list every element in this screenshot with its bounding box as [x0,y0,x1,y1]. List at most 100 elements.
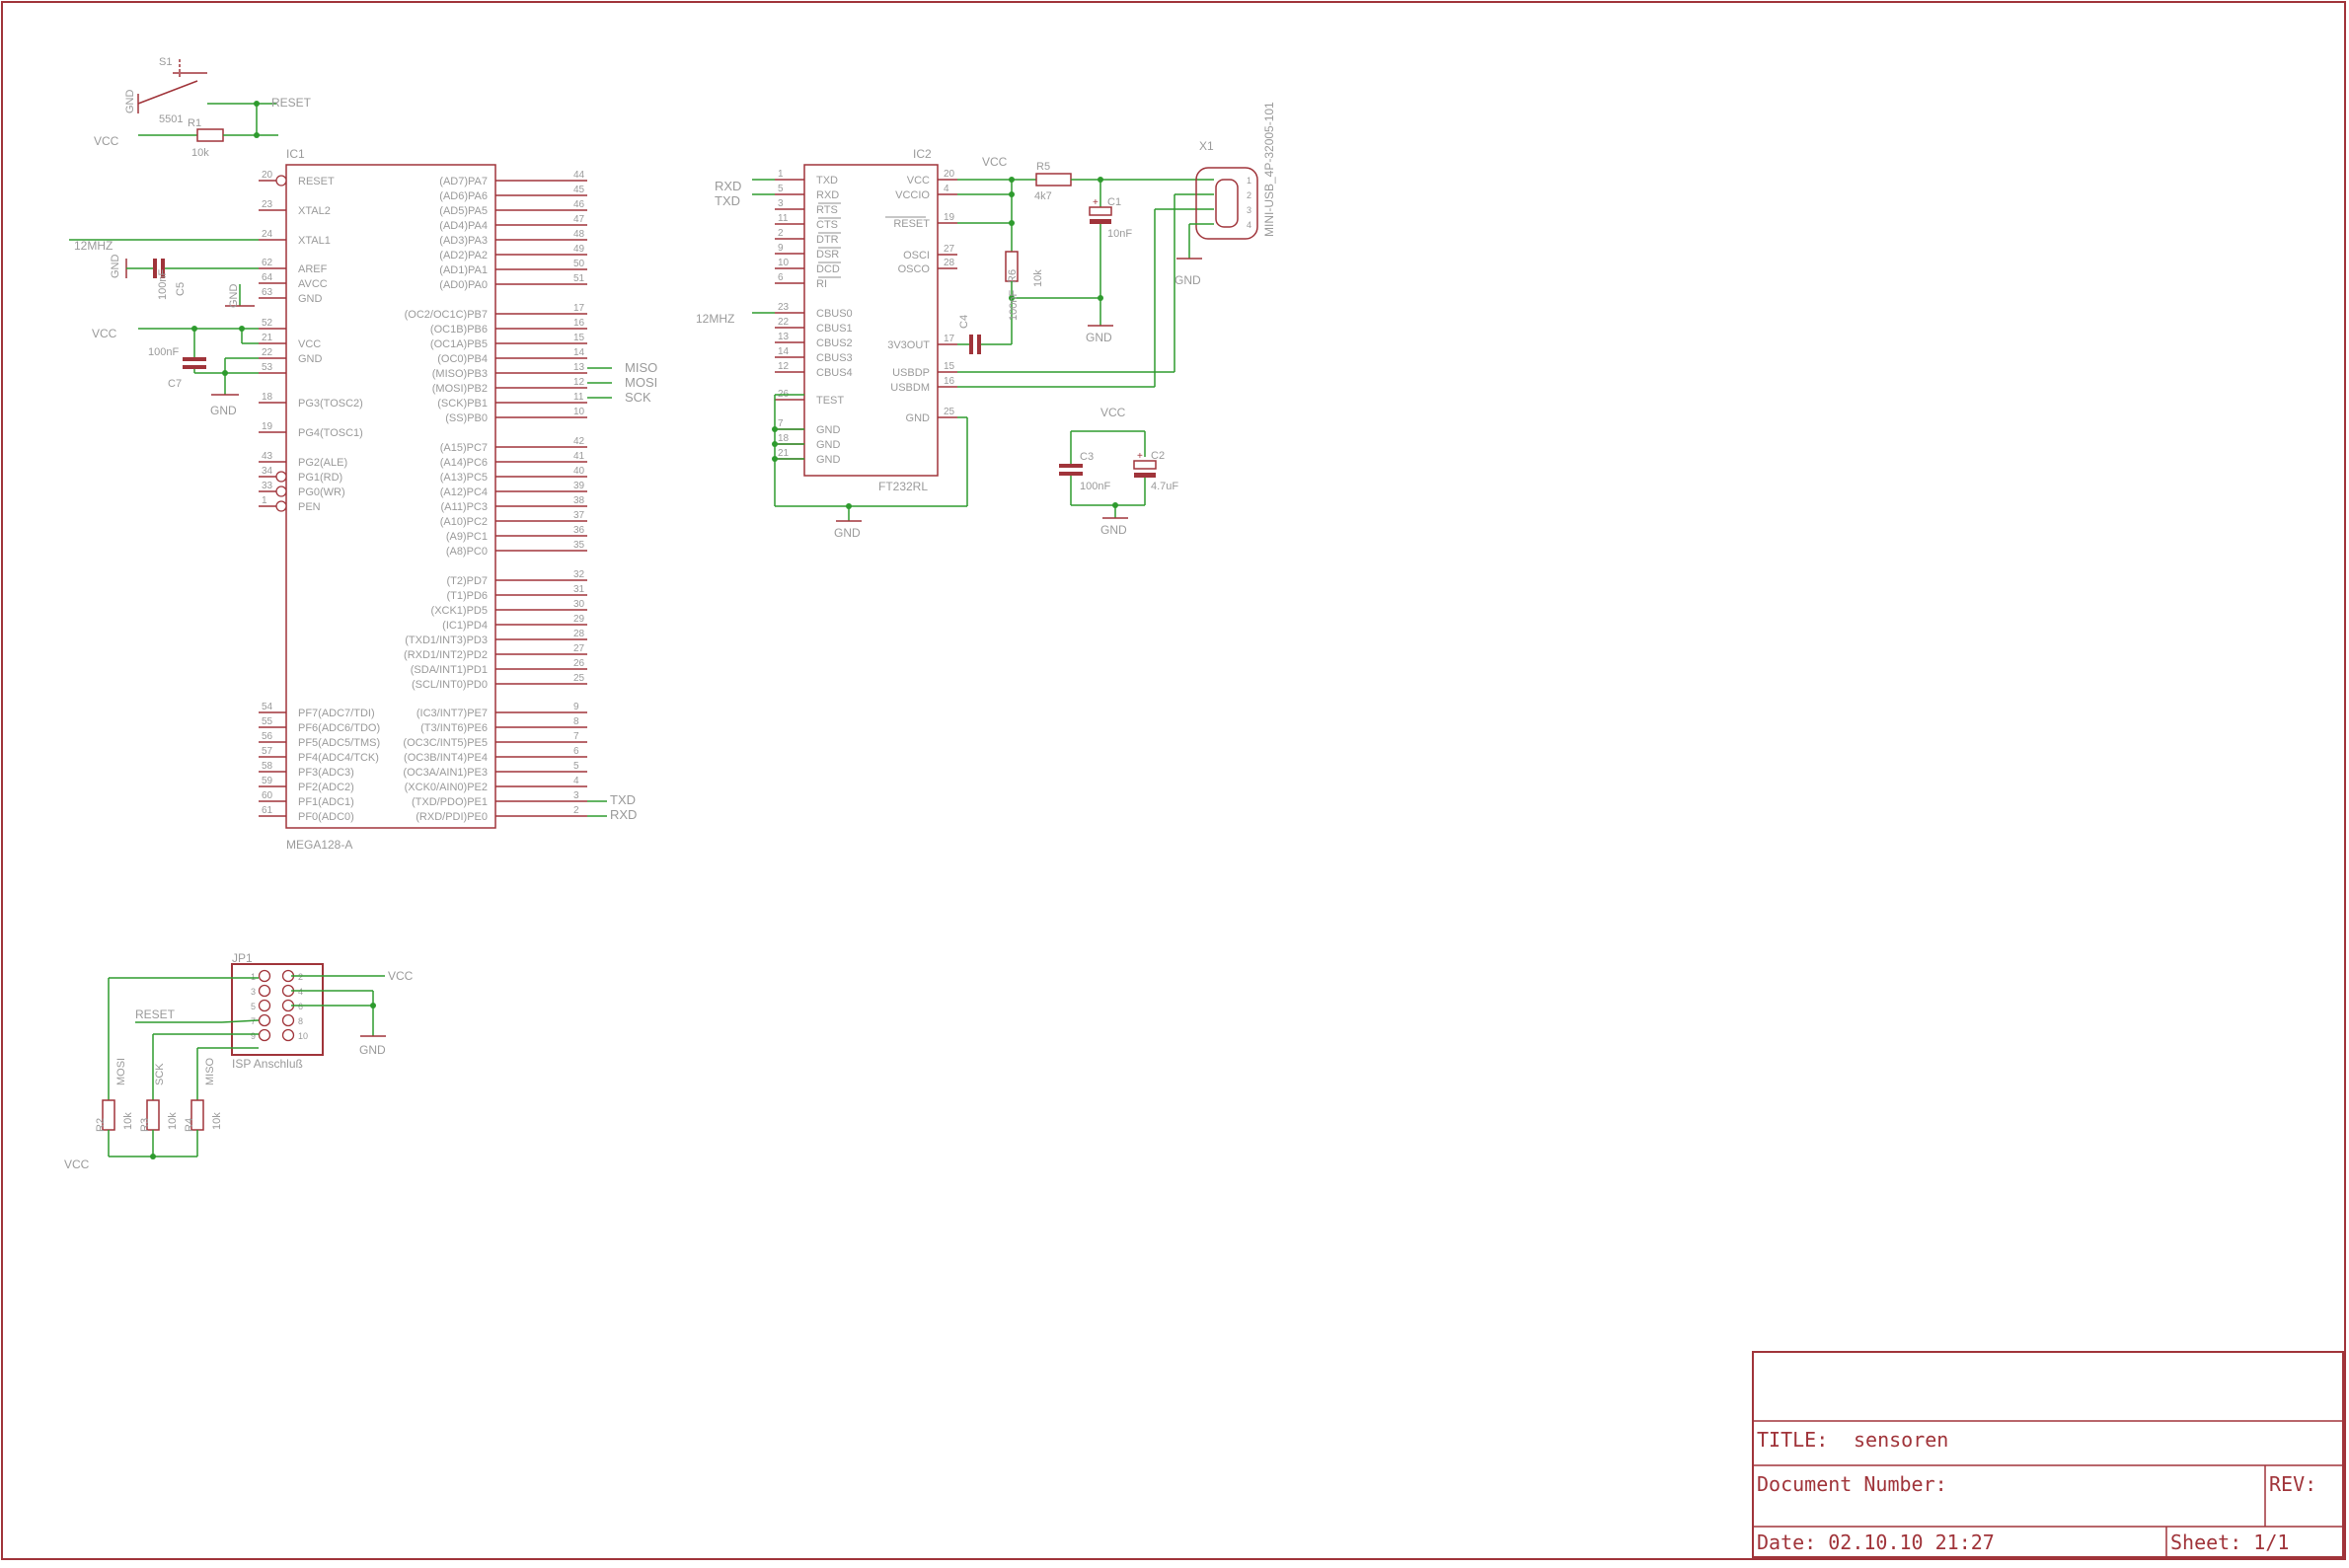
jp1-pin-5 [258,999,271,1012]
pin-20-number: 20 [944,169,955,180]
pin-4-number: 4 [944,184,949,194]
pin-23-number: 23 [778,302,790,313]
c1-value: 10nF [1107,228,1132,240]
pin-7-label: (OC3C/INT5)PE5 [403,737,488,749]
pin-46-label: (AD5)PA5 [439,205,488,217]
inverted-pin-bubble [275,500,287,512]
ic2-right-pins: 20VCC4VCCIO19RESET27OSCI28OSCO173V3OUT15… [885,169,957,424]
pin-7-label: GND [816,424,841,436]
pin-42-number: 42 [573,436,585,447]
pin-40-number: 40 [573,466,585,477]
pin-4-label: (XCK0/AIN0)PE2 [405,782,488,793]
pin-43-number: 43 [262,451,273,462]
ic2-left-pins: 1TXD5RXD3RTS11CTS2DTR9DSR10DCD6RI23CBUS0… [752,169,853,466]
pin-28-label: OSCO [898,263,931,275]
pin-6-number: 6 [573,746,579,757]
title-block-frame [1752,1351,2344,1558]
pin-9-number: 9 [573,702,579,712]
pin-28-label: (TXD1/INT3)PD3 [405,635,488,646]
pin-62-label: AREF [298,263,328,275]
pin-16-number: 16 [944,376,955,387]
pin-27-number: 27 [944,244,955,255]
pin-9-number: 9 [778,243,784,254]
pin-18-number: 18 [778,433,790,444]
pin-13-label: CBUS2 [816,337,853,349]
c7-value: 100nF [148,346,179,358]
jp1-pin-3 [258,984,271,998]
pin-39-label: (A12)PC4 [440,486,488,498]
pin-14-number: 14 [778,346,790,357]
pin-10-label: (SS)PB0 [445,412,488,424]
pin-48-number: 48 [573,229,585,240]
r6-value: 10k [1032,269,1044,287]
pin-47-label: (AD4)PA4 [439,220,488,232]
jp1-pin-8 [281,1013,295,1027]
pin-62-number: 62 [262,258,273,268]
jp1-pin-10-number: 10 [298,1031,308,1041]
pin-14-label: (OC0)PB4 [437,353,488,365]
pin-19-label: RESET [893,218,930,230]
pin-25-number: 25 [944,407,955,417]
inverted-pin-bubble [275,471,287,483]
pin-16-number: 16 [573,318,585,329]
junction-gnd-18 [772,441,778,447]
pin-12-number: 12 [573,377,585,388]
c2-name: C2 [1151,450,1165,462]
pin-1-number: 1 [778,169,784,180]
c5-plate-a [153,259,157,278]
pin-21-number: 21 [778,448,790,459]
pin-6-label: RI [816,278,827,290]
pin-14-label: CBUS3 [816,352,853,364]
r2-value: 10k [122,1112,134,1130]
c4-value: 100nF [1008,290,1020,321]
pin-22-number: 22 [778,317,790,328]
pin-58-label: PF3(ADC3) [298,767,354,779]
pin-6-number: 6 [778,272,784,283]
pin-15-label: USBDP [892,367,930,379]
junction-vccio [1009,191,1015,197]
jp1-pin-8-number: 8 [298,1016,303,1026]
pin-27-number: 27 [573,643,585,654]
pin-5-label: (OC3A/AIN1)PE3 [403,767,488,779]
dec-gnd-label: GND [1100,523,1127,537]
c3-plate-a [1059,464,1083,468]
pin-14-number: 14 [573,347,585,358]
pin-10-number: 10 [778,258,790,268]
title-block: TITLE: sensoren Document Number: REV: Da… [1752,1351,2344,1558]
pin-23-number: 23 [262,199,273,210]
r3-name: R3 [139,1118,151,1132]
pin-18-label: GND [816,439,841,451]
mosi-net-label: MOSI [625,375,657,390]
pin-60-number: 60 [262,790,273,801]
ic1-txd-label: TXD [610,792,636,807]
pin-49-label: (AD2)PA2 [439,250,488,261]
jp1-pin-2-number: 2 [298,972,303,982]
pin-20-number: 20 [262,170,273,181]
c4-name: C4 [958,315,970,329]
ic1-rxd-label: RXD [610,807,637,822]
pin-11-number: 11 [573,392,584,403]
pin-10-label: DCD [816,263,840,275]
pin-8-number: 8 [573,716,579,727]
pin-18-number: 18 [262,392,273,403]
clock-net-label: 12MHZ [74,239,113,253]
pin-13-number: 13 [573,362,585,373]
ic2-value: FT232RL [878,480,928,493]
pin-55-label: PF6(ADC6/TDO) [298,722,380,734]
junction-c1-gnd [1098,295,1103,301]
pin-1-label: TXD [816,175,838,187]
pin-18-label: PG3(TOSC2) [298,398,363,410]
pin-21-label: GND [816,454,841,466]
pin-6-label: (OC3B/INT4)PE4 [404,752,488,764]
c1-plus: + [1093,197,1099,208]
pin-44-label: (AD7)PA7 [439,176,488,187]
pin-27-label: OSCI [903,250,930,261]
pin-28-number: 28 [944,258,955,268]
pin-11-number: 11 [778,213,789,224]
pin-24-number: 24 [262,229,273,240]
pin-64-label: AVCC [298,278,328,290]
c7-name: C7 [168,378,182,390]
ic2-ft232rl: IC2 FT232RL 1TXD5RXD3RTS11CTS2DTR9DSR10D… [696,147,1214,540]
pin-40-label: (A13)PC5 [440,472,488,484]
sheet-label: Sheet: 1/1 [2170,1531,2289,1554]
